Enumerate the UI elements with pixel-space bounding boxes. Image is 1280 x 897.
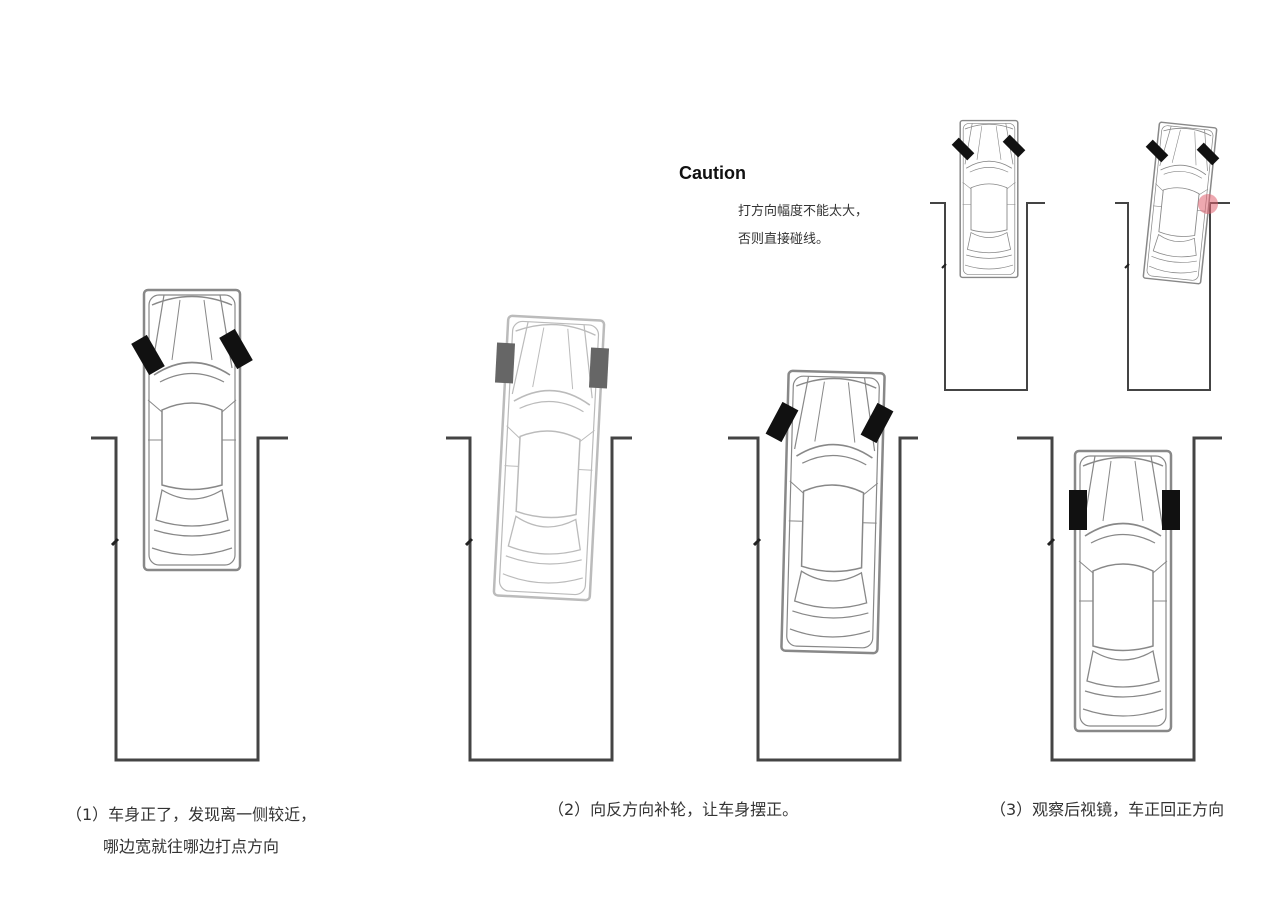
front-left-wheel-2b xyxy=(765,401,799,443)
bay-marker-1 xyxy=(110,537,120,547)
caution-title: Caution xyxy=(679,163,746,183)
caution-wheel-a-left xyxy=(951,137,975,161)
bay-marker-2b xyxy=(752,537,762,547)
caution-wheel-b-right xyxy=(1196,142,1220,166)
parking-bay-2 xyxy=(446,436,632,762)
bay-marker-2 xyxy=(464,537,474,547)
contact-point-icon xyxy=(1198,194,1218,214)
front-right-wheel-2b xyxy=(860,402,894,444)
caution-line-1: 打方向幅度不能太大， xyxy=(738,204,869,219)
front-right-wheel-1 xyxy=(219,328,253,370)
caution-wheel-b-left xyxy=(1145,139,1169,163)
front-right-wheel-2 xyxy=(588,347,610,389)
front-left-wheel-2 xyxy=(494,342,516,384)
parking-bay-3 xyxy=(1017,436,1222,762)
step-2b-illustration xyxy=(728,369,918,762)
parking-bay-1 xyxy=(91,436,288,762)
caution-example-touch xyxy=(1115,121,1230,391)
caution-bay-a xyxy=(930,202,1045,391)
step-2-illustration xyxy=(446,314,632,762)
bay-marker-3 xyxy=(1046,537,1056,547)
caption-step-3: （3）观察后视镜，车正回正方向 xyxy=(990,800,1225,819)
car-step-1 xyxy=(142,288,242,572)
front-left-wheel-3 xyxy=(1069,490,1087,530)
caution-marker-b xyxy=(1124,263,1130,269)
step-1-illustration xyxy=(91,288,288,762)
parking-bay-2b xyxy=(728,436,918,762)
caption-step-1-line-1: （1）车身正了，发现离一侧较近， xyxy=(66,805,317,824)
caution-wheel-a-right xyxy=(1002,134,1026,158)
caution-line-2: 否则直接碰线。 xyxy=(738,232,830,247)
front-left-wheel-1 xyxy=(131,334,165,376)
front-right-wheel-3 xyxy=(1162,490,1180,530)
car-step-3 xyxy=(1073,449,1173,733)
caption-step-2: （2）向反方向补轮，让车身摆正。 xyxy=(548,800,799,819)
step-3-illustration xyxy=(1017,436,1222,762)
caution-example-ok xyxy=(930,119,1045,391)
caution-marker-a xyxy=(941,263,947,269)
caption-step-1-line-2: 哪边宽就往哪边打点方向 xyxy=(103,837,280,856)
